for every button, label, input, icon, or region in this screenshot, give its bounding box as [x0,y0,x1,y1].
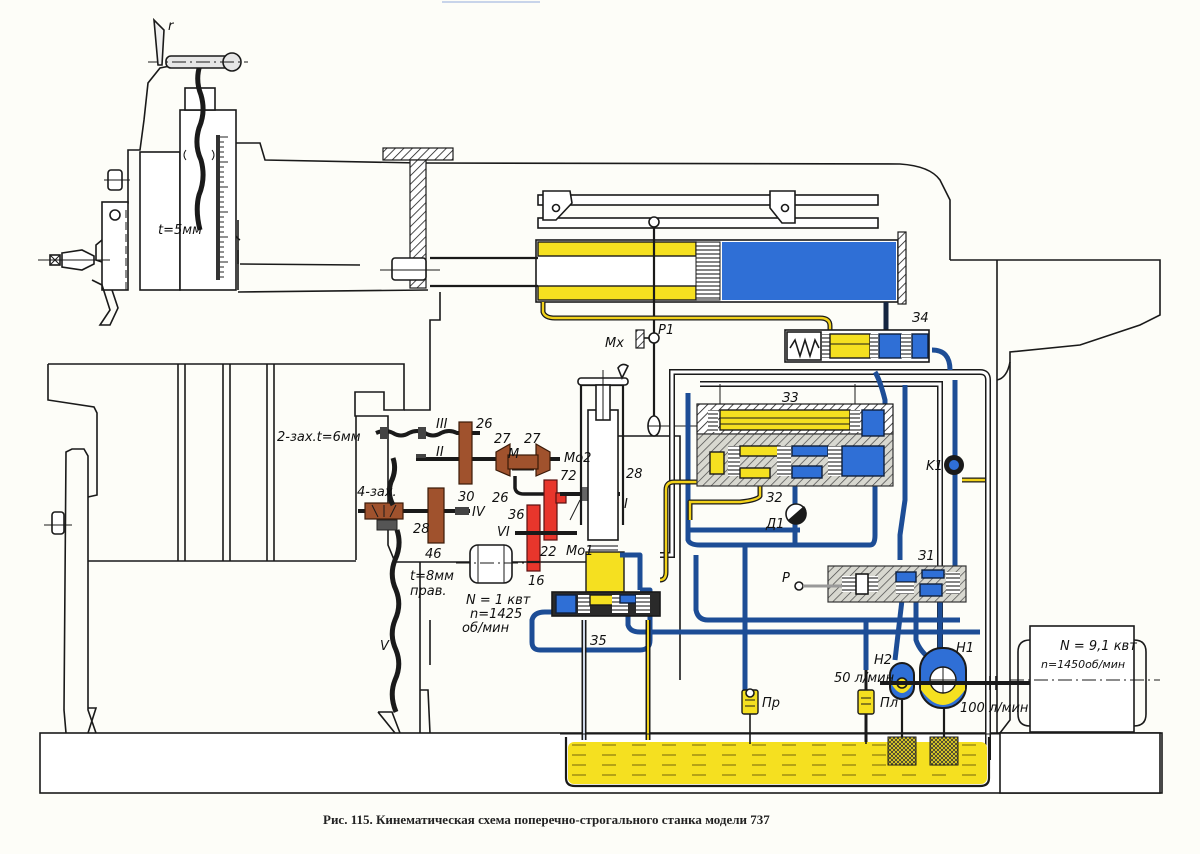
p1-text: P1 [658,323,674,338]
h1-label: H1 [956,641,974,656]
ram-guides [537,190,879,229]
main-motor-power-label: N = 9,1 квт [1060,639,1137,654]
gear-22-label: 22 [540,545,557,560]
shaft-iii-label: III [436,417,448,432]
z5-label: З5 [590,634,607,649]
gear-16-label: 16 [528,574,545,589]
gear-46-label: 46 [425,547,442,562]
pr-label: Пр [762,696,780,711]
filter-h1 [929,736,959,766]
nut-icon [380,257,440,281]
feed-handwheel[interactable] [577,363,630,421]
clutch-mo2-label: Mo2 [564,451,591,466]
pl-label: Пл [880,696,898,711]
k1-label: K1 [926,459,943,474]
main-motor-speed-label: n=1450об/мин [1041,658,1125,671]
feed-motor-speed-label: n=1425 [470,607,522,622]
feed-scale [216,135,228,280]
shaft-v-label: V [380,639,390,654]
crank-handle[interactable] [148,17,248,72]
ram-body [232,142,951,260]
z1-label: З1 [918,549,935,564]
left-table-support [63,448,97,734]
tool-bolt-icon [104,169,130,191]
shaft-vi-label: VI [497,525,510,540]
gear-36-label: 36 [508,508,525,523]
mx-label: Mx [605,336,624,351]
pump-h1 [919,647,967,709]
shaft-ii-label: II [436,445,444,460]
feed-column [569,383,625,593]
relief-valve-pr [741,688,759,744]
gear-28-vertical-label: 28 [626,467,643,482]
gear-26-top-label: 26 [476,417,493,432]
main-cylinder [430,231,907,305]
table-body [48,363,600,563]
clutch-m-label: M [508,447,519,462]
gear-26-bottom-label: 26 [492,491,509,506]
valve-z1 [827,565,967,603]
valve-z5 [551,591,661,617]
reverse-lever-p1[interactable] [635,216,700,437]
screw-4start-label: 4-зах. [357,485,397,500]
control-handle-p[interactable] [794,581,842,591]
shaft-i-label: I [624,497,628,512]
shaft-iv-label: IV [472,505,486,520]
z2-label: З2 [766,491,783,506]
gear-27-left-label: 27 [494,432,511,447]
bolt-icon [44,511,72,535]
clutch-mo1-label: Mo1 [566,544,593,559]
cutter-clamp-icon [38,249,110,271]
main-motor [1010,625,1160,733]
h2-label: H2 [874,653,892,668]
column-body [950,259,1161,734]
vertical-screw-pitch-label: t=5мм [158,223,202,238]
handle-r-label: r [168,19,175,34]
valve-z4 [784,329,930,363]
throttle-d1[interactable] [785,503,807,525]
gear-28-small-label: 28 [413,522,430,537]
p-handle-label: P [782,571,790,586]
figure-caption: Рис. 115. Кинематическая схема поперечно… [323,812,770,827]
p1-label: P1 [658,323,674,338]
z4-label: З4 [912,311,929,326]
vertical-feed-screw [183,64,215,231]
screw-8mm-label: t=8мм [410,569,454,584]
check-valve-k1 [944,455,964,475]
gear-30-label: 30 [458,490,475,505]
ram-t-bracket [382,147,454,289]
screw-8mm-dir-label: прав. [410,584,447,599]
z3-label: З3 [782,391,799,406]
h2-flow-label: 50 л/мин [834,671,895,686]
gear-27-right-label: 27 [524,432,541,447]
feed-motor-unit-label: об/мин [462,621,510,636]
filter-h2 [887,736,917,766]
valve-z3 [696,384,894,487]
cutter [91,239,119,326]
gear-72-label: 72 [560,469,577,484]
oil-tank [560,700,1000,788]
safety-valve-pl [857,689,875,744]
h1-flow-label: 100 л/мин [960,701,1029,716]
tool-head [127,64,176,155]
feed-motor-power-label: N = 1 квт [466,593,531,608]
d1-label: Д1 [765,517,784,532]
screw-2start-label: 2-зах.t=6мм [277,430,361,445]
